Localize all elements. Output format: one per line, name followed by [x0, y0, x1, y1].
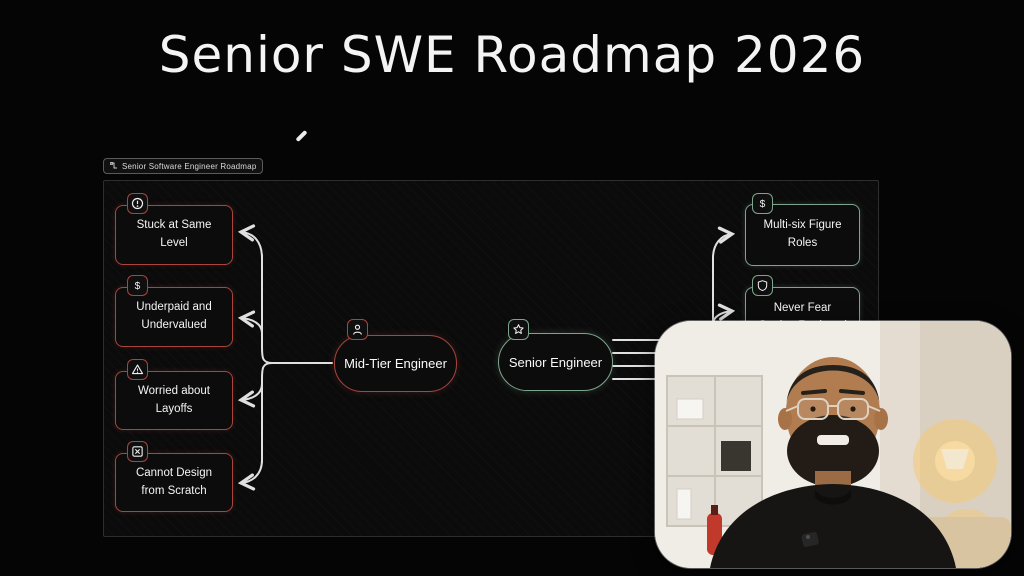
- flowchart-icon: [110, 162, 118, 170]
- dollar-icon: $: [127, 275, 148, 296]
- outcome-box-roles[interactable]: Multi-six Figure Roles: [745, 204, 860, 266]
- problem-box-underpaid[interactable]: Underpaid and Undervalued: [115, 287, 233, 347]
- shield-icon: [752, 275, 773, 296]
- svg-text:$: $: [135, 281, 141, 292]
- problem-label: Underpaid and Undervalued: [136, 301, 212, 331]
- outcome-label: Multi-six Figure Roles: [763, 219, 842, 249]
- person-icon: [347, 319, 368, 340]
- tab-roadmap[interactable]: Senior Software Engineer Roadmap: [103, 158, 264, 174]
- webcam-video: [655, 321, 1011, 568]
- dollar-icon: $: [752, 193, 773, 214]
- webcam-overlay: [655, 321, 1011, 568]
- warning-triangle-icon: [127, 359, 148, 380]
- tab-label: Senior Software Engineer Roadmap: [122, 161, 257, 171]
- problem-label: Stuck at Same Level: [136, 219, 212, 249]
- node-senior-engineer[interactable]: Senior Engineer: [498, 333, 613, 391]
- problem-box-stuck[interactable]: Stuck at Same Level: [115, 205, 233, 265]
- page-title: Senior SWE Roadmap 2026: [158, 26, 866, 84]
- x-square-icon: [127, 441, 148, 462]
- svg-text:$: $: [760, 199, 766, 210]
- node-label: Mid-Tier Engineer: [344, 356, 447, 371]
- alert-circle-icon: [127, 193, 148, 214]
- problem-box-layoffs[interactable]: Worried about Layoffs: [115, 371, 233, 430]
- pen-stroke-annotation: [295, 129, 308, 143]
- star-icon: [508, 319, 529, 340]
- problem-label: Worried about Layoffs: [137, 384, 211, 415]
- problem-label: Cannot Design from Scratch: [135, 466, 213, 497]
- node-label: Senior Engineer: [508, 354, 603, 370]
- problem-box-design[interactable]: Cannot Design from Scratch: [115, 453, 233, 512]
- node-mid-tier-engineer[interactable]: Mid-Tier Engineer: [334, 335, 457, 392]
